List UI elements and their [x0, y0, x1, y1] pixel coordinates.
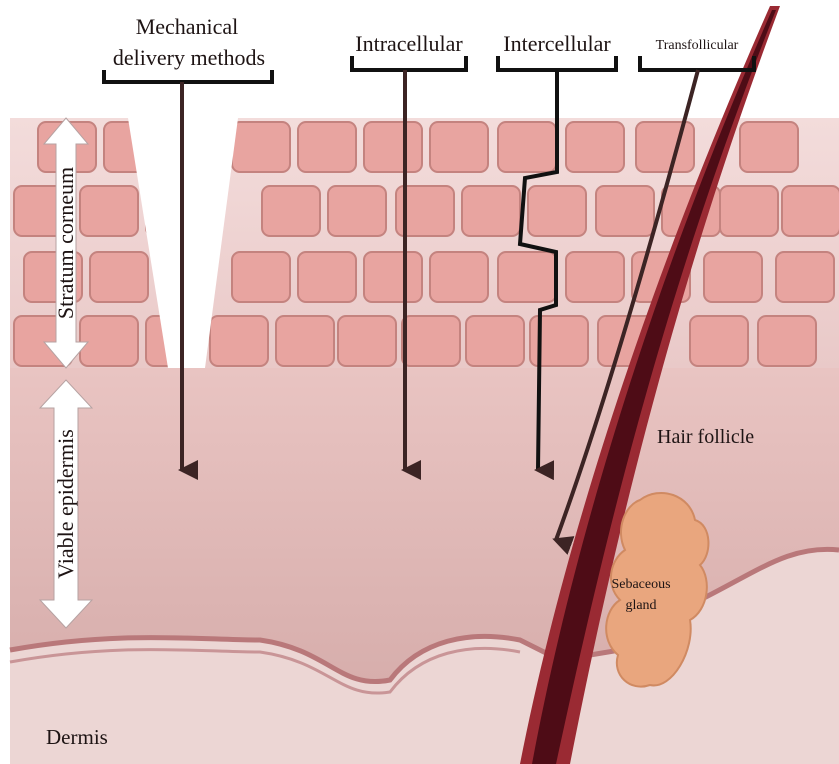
- corneocyte: [720, 186, 778, 236]
- intercellular-label: Intercellular: [503, 31, 611, 56]
- corneocyte: [690, 316, 748, 366]
- corneocyte: [704, 252, 762, 302]
- corneocyte: [776, 252, 834, 302]
- corneocyte: [636, 122, 694, 172]
- mechanical-bracket: [104, 70, 272, 82]
- corneocyte: [210, 316, 268, 366]
- corneocyte: [466, 316, 524, 366]
- corneocyte: [232, 122, 290, 172]
- corneocyte: [566, 122, 624, 172]
- corneocyte: [498, 252, 556, 302]
- mechanical-label-line1: Mechanical: [136, 14, 239, 39]
- corneocyte: [430, 252, 488, 302]
- corneocyte: [262, 186, 320, 236]
- corneocyte: [364, 122, 422, 172]
- hair-follicle-label: Hair follicle: [657, 426, 754, 448]
- viable-epidermis-label: Viable epidermis: [53, 429, 78, 579]
- corneocyte: [528, 186, 586, 236]
- corneocyte: [80, 186, 138, 236]
- sebaceous-gland-label-line2: gland: [625, 598, 656, 613]
- mechanical-label-line2: delivery methods: [113, 45, 265, 70]
- corneocyte: [90, 252, 148, 302]
- corneocyte: [430, 122, 488, 172]
- intracellular-label: Intracellular: [355, 31, 463, 56]
- corneocyte: [782, 186, 839, 236]
- corneocyte: [298, 122, 356, 172]
- corneocyte: [402, 316, 460, 366]
- corneocyte: [498, 122, 556, 172]
- corneocyte: [462, 186, 520, 236]
- corneocyte: [328, 186, 386, 236]
- dermis-label: Dermis: [46, 725, 108, 749]
- corneocyte: [566, 252, 624, 302]
- corneocyte: [740, 122, 798, 172]
- corneocyte: [298, 252, 356, 302]
- corneocyte: [338, 316, 396, 366]
- transfollicular-label: Transfollicular: [656, 38, 739, 53]
- intercellular-bracket: [498, 56, 616, 70]
- transfollicular-bracket: [640, 56, 754, 70]
- intracellular-bracket: [352, 56, 466, 70]
- corneocyte: [596, 186, 654, 236]
- corneocyte: [758, 316, 816, 366]
- sebaceous-gland-label-line1: Sebaceous: [611, 577, 670, 592]
- corneocyte: [364, 252, 422, 302]
- corneocyte: [276, 316, 334, 366]
- corneocyte: [80, 316, 138, 366]
- corneocyte: [232, 252, 290, 302]
- stratum-corneum-label: Stratum corneum: [53, 167, 78, 319]
